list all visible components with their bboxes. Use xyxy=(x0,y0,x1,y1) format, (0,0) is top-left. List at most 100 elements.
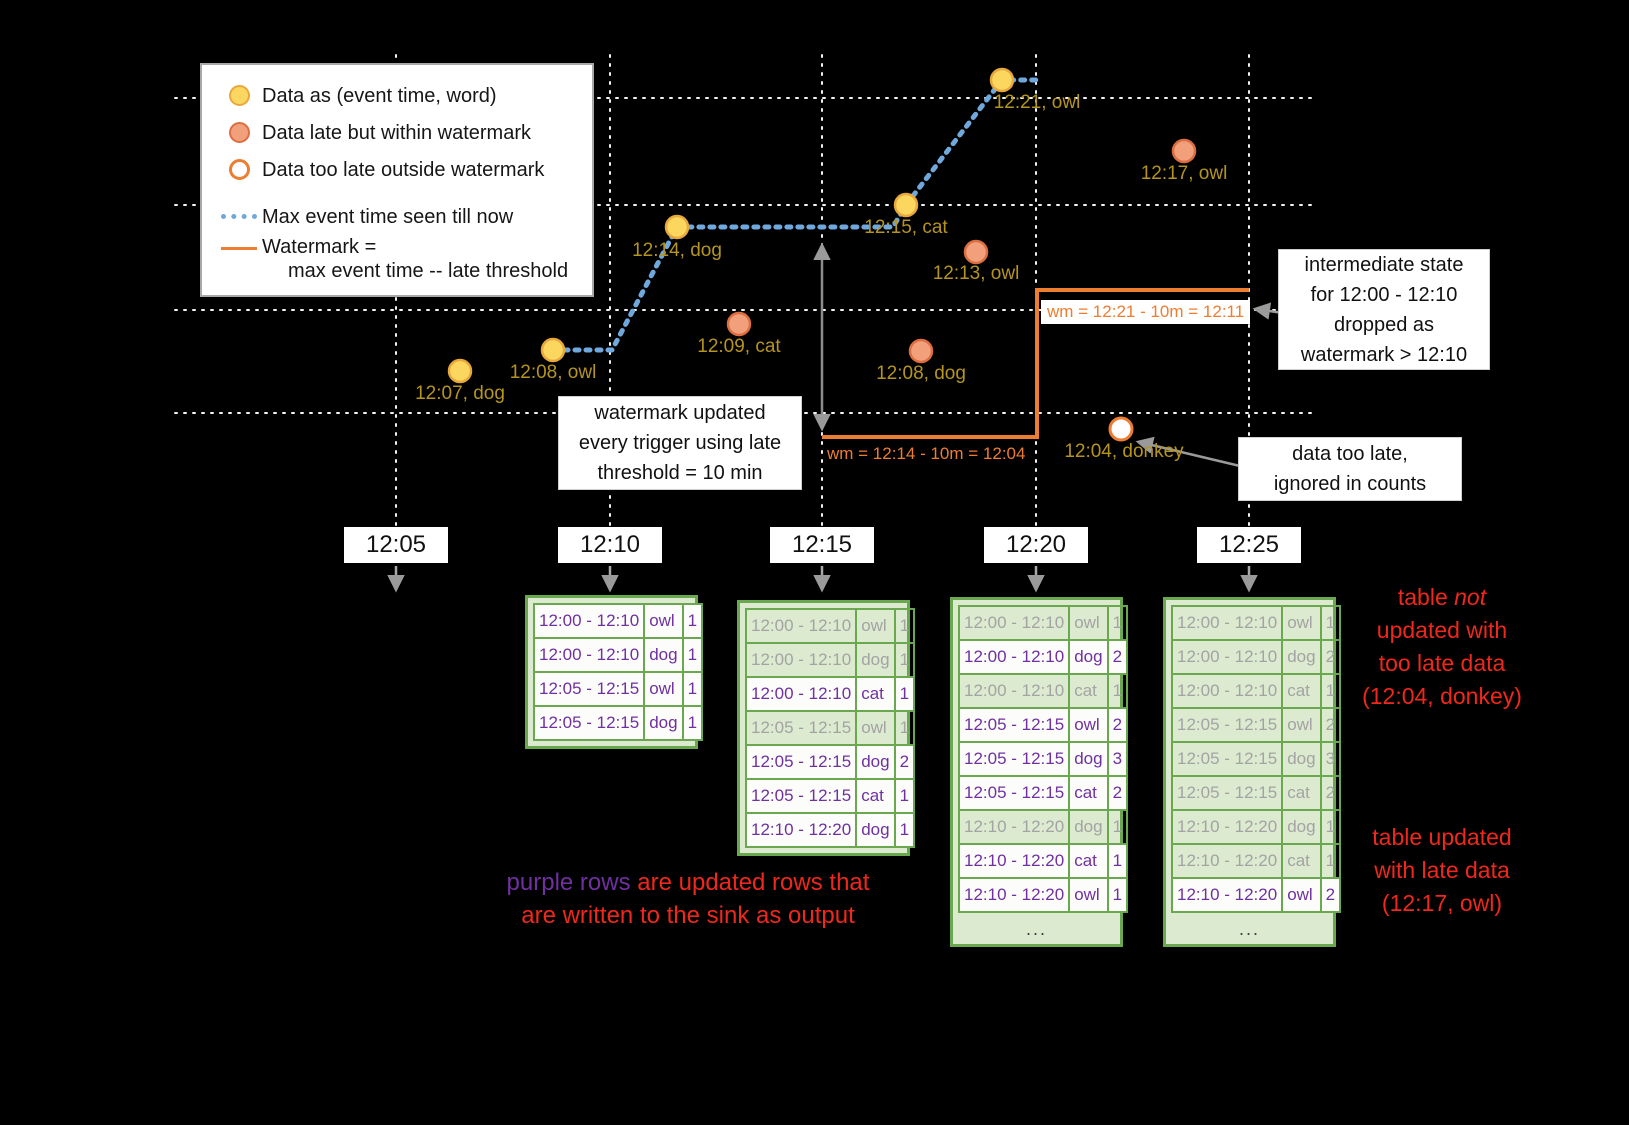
word-cell: cat xyxy=(1281,673,1322,709)
axis-tick-12-25: 12:25 xyxy=(1197,527,1301,563)
too-late-arrow xyxy=(1135,436,1241,468)
word-cell: owl xyxy=(1068,707,1109,743)
word-cell: dog xyxy=(1068,639,1109,675)
table-row: 12:00 - 12:10 dog 1 xyxy=(744,642,916,678)
window-cell: 12:05 - 12:15 xyxy=(744,710,858,746)
count-cell: 1 xyxy=(1319,605,1342,641)
legend-item-label: Data as (event time, word) xyxy=(262,84,497,107)
count-cell: 1 xyxy=(893,642,916,678)
event-point-label: 12:17, owl xyxy=(1140,163,1228,184)
word-cell: dog xyxy=(1281,809,1322,845)
word-cell: owl xyxy=(855,608,896,644)
table-ellipsis: ... xyxy=(1025,919,1047,939)
count-cell: 1 xyxy=(1319,673,1342,709)
table-row: 12:00 - 12:10 owl 1 xyxy=(532,603,704,639)
count-cell: 1 xyxy=(893,778,916,814)
word-cell: dog xyxy=(855,642,896,678)
data-points xyxy=(447,67,1197,442)
result-table-12-25: 12:00 - 12:10 owl 1 12:00 - 12:10 dog 2 … xyxy=(1163,597,1342,947)
window-cell: 12:00 - 12:10 xyxy=(1170,639,1284,675)
table-row: 12:05 - 12:15 owl 1 xyxy=(744,710,916,746)
window-cell: 12:00 - 12:10 xyxy=(957,605,1071,641)
table-row: 12:10 - 12:20 dog 1 xyxy=(744,812,916,848)
table-ellipsis: ... xyxy=(1238,919,1260,939)
event-point-label: 12:13, owl xyxy=(932,263,1020,284)
data-point-late xyxy=(1171,138,1197,164)
word-cell: owl xyxy=(1068,605,1109,641)
word-cell: dog xyxy=(643,637,684,673)
table-row: 12:05 - 12:15 cat 2 xyxy=(1170,775,1342,811)
word-cell: dog xyxy=(855,744,896,780)
word-cell: owl xyxy=(1281,605,1322,641)
event-point-label: 12:08, owl xyxy=(509,362,597,383)
count-cell: 2 xyxy=(1319,707,1342,743)
window-cell: 12:10 - 12:20 xyxy=(1170,809,1284,845)
window-cell: 12:05 - 12:15 xyxy=(532,705,646,741)
window-cell: 12:00 - 12:10 xyxy=(1170,605,1284,641)
late-point-icon xyxy=(228,122,250,143)
event-point-label: 12:21, owl xyxy=(993,92,1081,113)
count-cell: 1 xyxy=(1106,605,1129,641)
word-cell: dog xyxy=(1068,809,1109,845)
table-row: 12:00 - 12:10 dog 2 xyxy=(957,639,1129,675)
legend-item-label: max event time -- late threshold xyxy=(288,260,569,282)
window-cell: 12:05 - 12:15 xyxy=(957,775,1071,811)
word-cell: owl xyxy=(643,671,684,707)
result-table-12-15: 12:00 - 12:10 owl 1 12:00 - 12:10 dog 1 … xyxy=(737,600,916,856)
legend: Data as (event time, word) Data late but… xyxy=(200,63,594,297)
table-updated-note: table updated with late data (12:17, owl… xyxy=(1372,824,1512,916)
word-cell: cat xyxy=(1068,775,1109,811)
table-not-updated-note: table not updated with too late data (12… xyxy=(1362,584,1522,709)
table-row: 12:00 - 12:10 cat 1 xyxy=(1170,673,1342,709)
window-cell: 12:10 - 12:20 xyxy=(744,812,858,848)
event-point-label: 12:07, dog xyxy=(415,383,505,404)
table-row: 12:00 - 12:10 owl 1 xyxy=(744,608,916,644)
word-cell: cat xyxy=(1068,843,1109,879)
word-cell: cat xyxy=(855,676,896,712)
count-cell: 1 xyxy=(1106,843,1129,879)
window-cell: 12:05 - 12:15 xyxy=(1170,775,1284,811)
count-cell: 3 xyxy=(1106,741,1129,777)
too-late-callout: data too late, ignored in counts xyxy=(1238,437,1462,501)
table-row: 12:10 - 12:20 owl 2 xyxy=(1170,877,1342,913)
event-point-label: 12:14, dog xyxy=(632,240,722,261)
result-table-12-20: 12:00 - 12:10 owl 1 12:00 - 12:10 dog 2 … xyxy=(950,597,1129,947)
count-cell: 2 xyxy=(1319,775,1342,811)
window-cell: 12:10 - 12:20 xyxy=(957,843,1071,879)
data-point-too-late xyxy=(1108,416,1134,442)
data-point-late xyxy=(963,239,989,265)
table-row: 12:05 - 12:15 dog 3 xyxy=(1170,741,1342,777)
data-point-on-time xyxy=(540,337,566,363)
table-row: 12:00 - 12:10 cat 1 xyxy=(744,676,916,712)
word-cell: owl xyxy=(643,603,684,639)
max-event-time-line-icon xyxy=(221,214,257,219)
count-cell: 2 xyxy=(1106,639,1129,675)
window-cell: 12:10 - 12:20 xyxy=(957,809,1071,845)
table-row: 12:00 - 12:10 cat 1 xyxy=(957,673,1129,709)
count-cell: 2 xyxy=(1319,639,1342,675)
word-cell: dog xyxy=(643,705,684,741)
table-row: 12:05 - 12:15 cat 2 xyxy=(957,775,1129,811)
count-cell: 3 xyxy=(1319,741,1342,777)
table-row: 12:10 - 12:20 owl 1 xyxy=(957,877,1129,913)
count-cell: 2 xyxy=(1106,707,1129,743)
window-cell: 12:05 - 12:15 xyxy=(957,707,1071,743)
count-cell: 2 xyxy=(1319,877,1342,913)
word-cell: owl xyxy=(1281,877,1322,913)
table-row: 12:00 - 12:10 owl 1 xyxy=(957,605,1129,641)
count-cell: 1 xyxy=(1106,673,1129,709)
count-cell: 1 xyxy=(681,637,704,673)
data-point-on-time xyxy=(664,214,690,240)
watermark-line-icon xyxy=(221,247,257,250)
watermark-value-label: wm = 12:21 - 10m = 12:11 xyxy=(1041,300,1251,324)
window-cell: 12:00 - 12:10 xyxy=(1170,673,1284,709)
window-cell: 12:05 - 12:15 xyxy=(1170,741,1284,777)
count-cell: 1 xyxy=(681,603,704,639)
event-point-label: 12:15, cat xyxy=(864,217,948,238)
count-cell: 1 xyxy=(1319,843,1342,879)
count-cell: 1 xyxy=(681,671,704,707)
table-row: 12:10 - 12:20 dog 1 xyxy=(957,809,1129,845)
count-cell: 1 xyxy=(1106,877,1129,913)
legend-item: Data as (event time, word) xyxy=(216,77,578,114)
